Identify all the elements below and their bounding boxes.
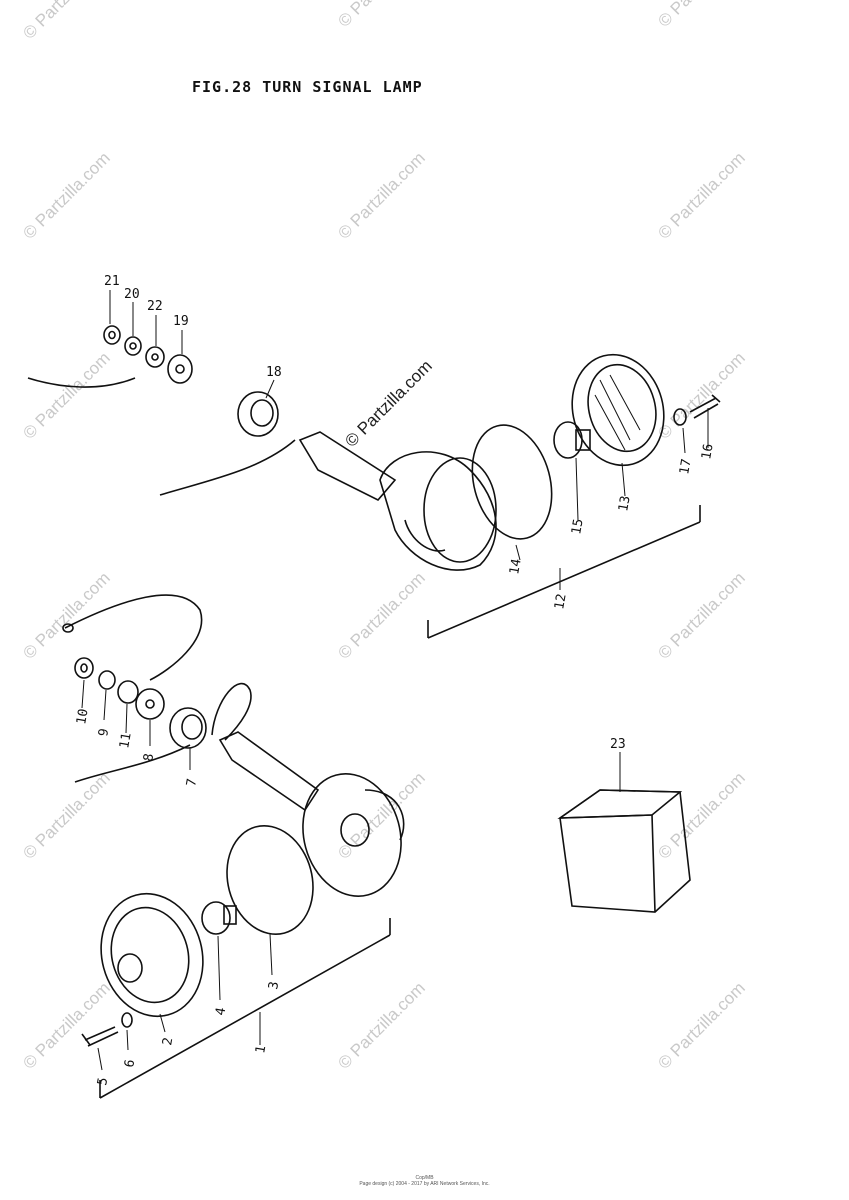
part-20-washer: [124, 336, 142, 356]
part-15-bulb: [553, 421, 583, 459]
part-7-grommet: [169, 707, 207, 749]
part-17-washer: [673, 408, 687, 426]
watermark-text: © Partzilla.com: [19, 148, 113, 242]
part-3-oring: [226, 824, 314, 936]
part-18-grommet: [237, 391, 279, 437]
callout-8: 8: [141, 752, 157, 762]
watermark-text: © Partzilla.com: [19, 768, 113, 862]
lamp-stem-bottom: [218, 731, 320, 812]
callout-11: 11: [117, 732, 134, 750]
part-21-nut: [103, 325, 121, 345]
callout-6: 6: [122, 1058, 138, 1068]
callout-17: 17: [677, 458, 694, 476]
parts-drawing: [27, 325, 721, 1099]
part-19-washer: [167, 354, 193, 384]
callout-13: 13: [616, 495, 633, 513]
watermark-text: © Partzilla.com: [334, 978, 428, 1072]
bracket-1: [99, 918, 391, 1099]
watermark-text-dark: © Partzilla.com: [341, 356, 435, 450]
callout-20: 20: [124, 287, 140, 302]
part-10-nut: [74, 657, 94, 679]
watermark-text: © Partzilla.com: [654, 148, 748, 242]
watermark-text: © Partzilla.com: [654, 0, 748, 31]
footer-line-1: Cop/MB: [415, 1175, 434, 1181]
watermark-text: © Partzilla.com: [654, 348, 748, 442]
wire-top-left: [27, 377, 136, 388]
part-13-lens: [571, 353, 665, 467]
part-1-housing: [302, 773, 402, 897]
callout-23: 23: [610, 737, 626, 752]
callout-4: 4: [213, 1006, 229, 1016]
callout-9: 9: [96, 727, 112, 737]
watermark-text: © Partzilla.com: [334, 148, 428, 242]
watermark-text: © Partzilla.com: [19, 0, 113, 43]
wire-loop: [211, 682, 252, 741]
callout-18: 18: [266, 365, 282, 380]
leader-lines: [81, 290, 709, 1071]
part-22-eyelet: [145, 346, 165, 368]
page-footer: Cop/MB Page design (c) 2004 - 2017 by AR…: [0, 1175, 849, 1187]
callout-16: 16: [699, 443, 716, 461]
watermark-text: © Partzilla.com: [19, 568, 113, 662]
watermark-text: © Partzilla.com: [654, 768, 748, 862]
watermark-text: © Partzilla.com: [19, 348, 113, 442]
lamp-stem-top: [298, 431, 397, 501]
part-11-eyelet: [117, 680, 139, 704]
watermark-text: © Partzilla.com: [654, 978, 748, 1072]
callout-21: 21: [104, 274, 120, 289]
bracket-12: [427, 505, 701, 639]
callout-1: 1: [253, 1044, 269, 1054]
part-16-screw: [689, 394, 721, 419]
footer-line-2: Page design (c) 2004 - 2017 by ARI Netwo…: [359, 1181, 490, 1187]
part-8-washer: [135, 688, 165, 720]
callout-3: 3: [266, 980, 282, 990]
callout-14: 14: [507, 558, 525, 576]
callout-5: 5: [95, 1076, 111, 1086]
part-5-screw: [81, 1026, 119, 1047]
wire-top: [159, 439, 296, 496]
callout-15: 15: [569, 518, 586, 536]
callout-2: 2: [160, 1036, 176, 1046]
wire-bottom-lower: [74, 744, 191, 783]
figure-title: FIG.28 TURN SIGNAL LAMP: [192, 78, 423, 96]
part-4-bulb: [201, 901, 231, 935]
part-6-washer: [121, 1012, 133, 1028]
callout-10: 10: [74, 708, 91, 726]
callout-19: 19: [173, 314, 189, 329]
watermark-text: © Partzilla.com: [334, 568, 428, 662]
callout-12: 12: [552, 593, 569, 611]
part-14-oring: [471, 424, 553, 540]
watermark-text: © Partzilla.com: [334, 0, 428, 31]
callout-7: 7: [184, 777, 200, 787]
watermark-text: © Partzilla.com: [654, 568, 748, 662]
callout-22: 22: [147, 299, 163, 314]
wire-bottom-upper: [64, 594, 203, 681]
part-2-lens: [100, 892, 204, 1018]
part-9-washer: [98, 670, 116, 690]
